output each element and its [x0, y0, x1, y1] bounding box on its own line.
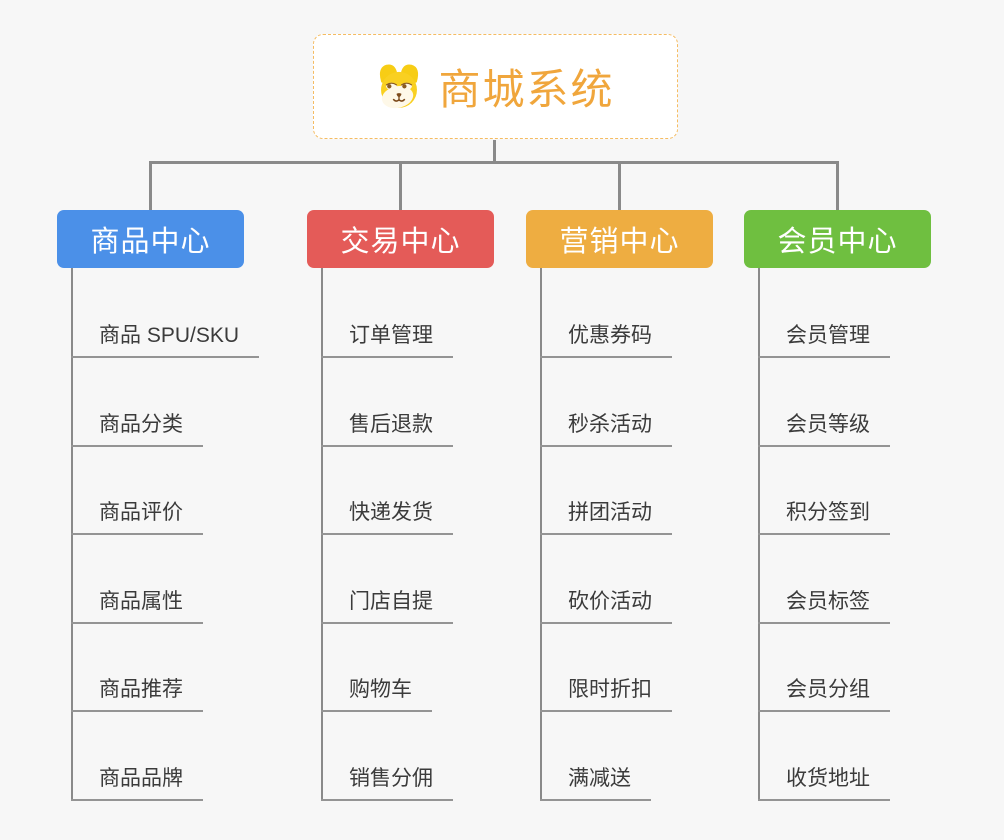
leaf-node-trade-center-4[interactable]: 购物车: [321, 676, 432, 712]
connector-drop-marketing-center: [618, 161, 621, 210]
root-title: 商城系统: [438, 66, 615, 113]
leaf-node-marketing-center-3[interactable]: 砍价活动: [540, 588, 672, 624]
leaf-node-member-center-0[interactable]: 会员管理: [758, 322, 890, 358]
leaf-node-trade-center-3[interactable]: 门店自提: [321, 588, 453, 624]
leaf-node-marketing-center-4[interactable]: 限时折扣: [540, 676, 672, 712]
leaf-node-trade-center-5[interactable]: 销售分佣: [321, 765, 453, 801]
connector-drop-member-center: [836, 161, 839, 210]
branch-header-product-center[interactable]: 商品中心: [57, 210, 244, 268]
leaf-node-trade-center-2[interactable]: 快递发货: [321, 499, 453, 535]
leaf-node-member-center-1[interactable]: 会员等级: [758, 411, 890, 447]
leaf-node-product-center-1[interactable]: 商品分类: [71, 411, 203, 447]
leaf-node-product-center-4[interactable]: 商品推荐: [71, 676, 203, 712]
leaf-node-marketing-center-5[interactable]: 满减送: [540, 765, 651, 801]
leaf-node-product-center-2[interactable]: 商品评价: [71, 499, 203, 535]
leaf-node-product-center-3[interactable]: 商品属性: [71, 588, 203, 624]
branch-header-member-center[interactable]: 会员中心: [744, 210, 931, 268]
leaf-node-marketing-center-2[interactable]: 拼团活动: [540, 499, 672, 535]
root-node[interactable]: 商城系统: [313, 34, 678, 139]
connector-root-stub: [493, 140, 496, 161]
connector-bus: [149, 161, 839, 164]
leaf-node-marketing-center-1[interactable]: 秒杀活动: [540, 411, 672, 447]
leaf-node-product-center-0[interactable]: 商品 SPU/SKU: [71, 322, 260, 358]
leaf-node-trade-center-0[interactable]: 订单管理: [321, 322, 453, 358]
branch-header-trade-center[interactable]: 交易中心: [307, 210, 494, 268]
leaf-node-member-center-5[interactable]: 收货地址: [758, 765, 890, 801]
leaf-node-marketing-center-0[interactable]: 优惠券码: [540, 322, 672, 358]
connector-drop-product-center: [149, 161, 152, 210]
leaf-node-trade-center-1[interactable]: 售后退款: [321, 411, 453, 447]
leaf-node-member-center-3[interactable]: 会员标签: [758, 588, 890, 624]
leaf-node-member-center-2[interactable]: 积分签到: [758, 499, 890, 535]
leaf-node-member-center-4[interactable]: 会员分组: [758, 676, 890, 712]
branch-header-marketing-center[interactable]: 营销中心: [526, 210, 713, 268]
connector-drop-trade-center: [399, 161, 402, 210]
leaf-node-product-center-5[interactable]: 商品品牌: [71, 765, 203, 801]
dog-face-icon: [380, 63, 419, 108]
